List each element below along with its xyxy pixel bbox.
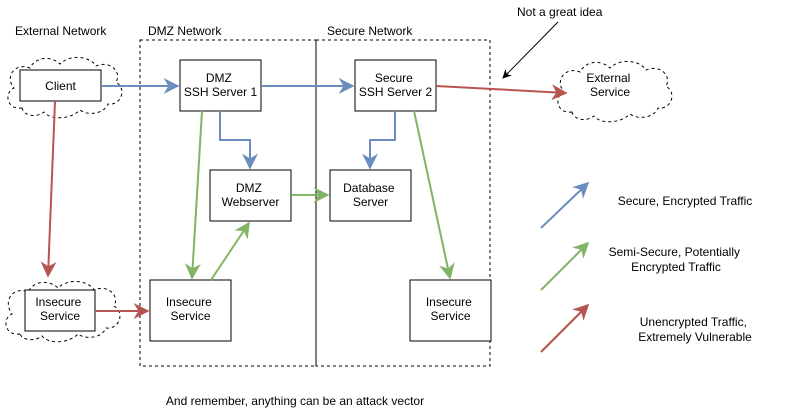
insecure-service-dmz-box[interactable] xyxy=(149,279,232,342)
annotation-text: Not a great idea xyxy=(517,5,603,19)
secure-network-zone xyxy=(315,39,491,367)
zone-label-external: External Network xyxy=(15,24,107,38)
edge-insecure-dmz-to-webserver xyxy=(210,221,250,281)
edge-secure-ssh-to-external-service xyxy=(435,84,568,101)
legend-label-unencrypted: Unencrypted Traffic, Extremely Vulnerabl… xyxy=(638,315,752,344)
insecure-service-external-label: Insecure Service xyxy=(35,295,84,323)
insecure-service-dmz-label: Insecure Service xyxy=(166,295,215,323)
zone-label-secure: Secure Network xyxy=(327,24,413,38)
external-service-label: External Service xyxy=(586,71,633,99)
legend-label-semi-secure: Semi-Secure, Potentially Encrypted Traff… xyxy=(609,245,744,274)
insecure-service-external-box[interactable] xyxy=(24,289,96,332)
secure-ssh-server-label: Secure SSH Server 2 xyxy=(359,71,433,99)
database-server-label: Database Server xyxy=(343,181,398,209)
external-service-cloud xyxy=(557,61,673,123)
insecure-service-secure-label: Insecure Service xyxy=(426,295,475,323)
client-box[interactable] xyxy=(19,69,102,102)
legend-arrow-semi-secure xyxy=(540,241,590,291)
edge-dmz-ssh-to-webserver xyxy=(219,111,258,170)
footer-note: And remember, anything can be an attack … xyxy=(166,394,424,408)
edge-dmz-ssh-to-insecure-dmz xyxy=(184,110,203,280)
secure-ssh-server-box[interactable] xyxy=(354,59,437,112)
annotation-arrow xyxy=(502,21,559,79)
client-label: Client xyxy=(45,79,76,93)
database-server-box[interactable] xyxy=(329,169,412,222)
insecure-service-secure-box[interactable] xyxy=(409,279,492,342)
legend-label-secure: Secure, Encrypted Traffic xyxy=(618,194,753,208)
edge-secure-ssh-to-insecure-secure xyxy=(413,110,455,280)
dmz-ssh-server-label: DMZ SSH Server 1 xyxy=(184,71,258,99)
zone-label-dmz: DMZ Network xyxy=(148,24,222,38)
dmz-webserver-box[interactable] xyxy=(209,169,292,222)
edge-secure-ssh-to-database xyxy=(362,111,396,170)
legend-arrow-unencrypted xyxy=(540,303,590,353)
legend-arrow-secure xyxy=(540,181,590,229)
edge-client-to-insecure-external xyxy=(40,100,57,278)
dmz-webserver-label: DMZ Webserver xyxy=(222,181,280,209)
